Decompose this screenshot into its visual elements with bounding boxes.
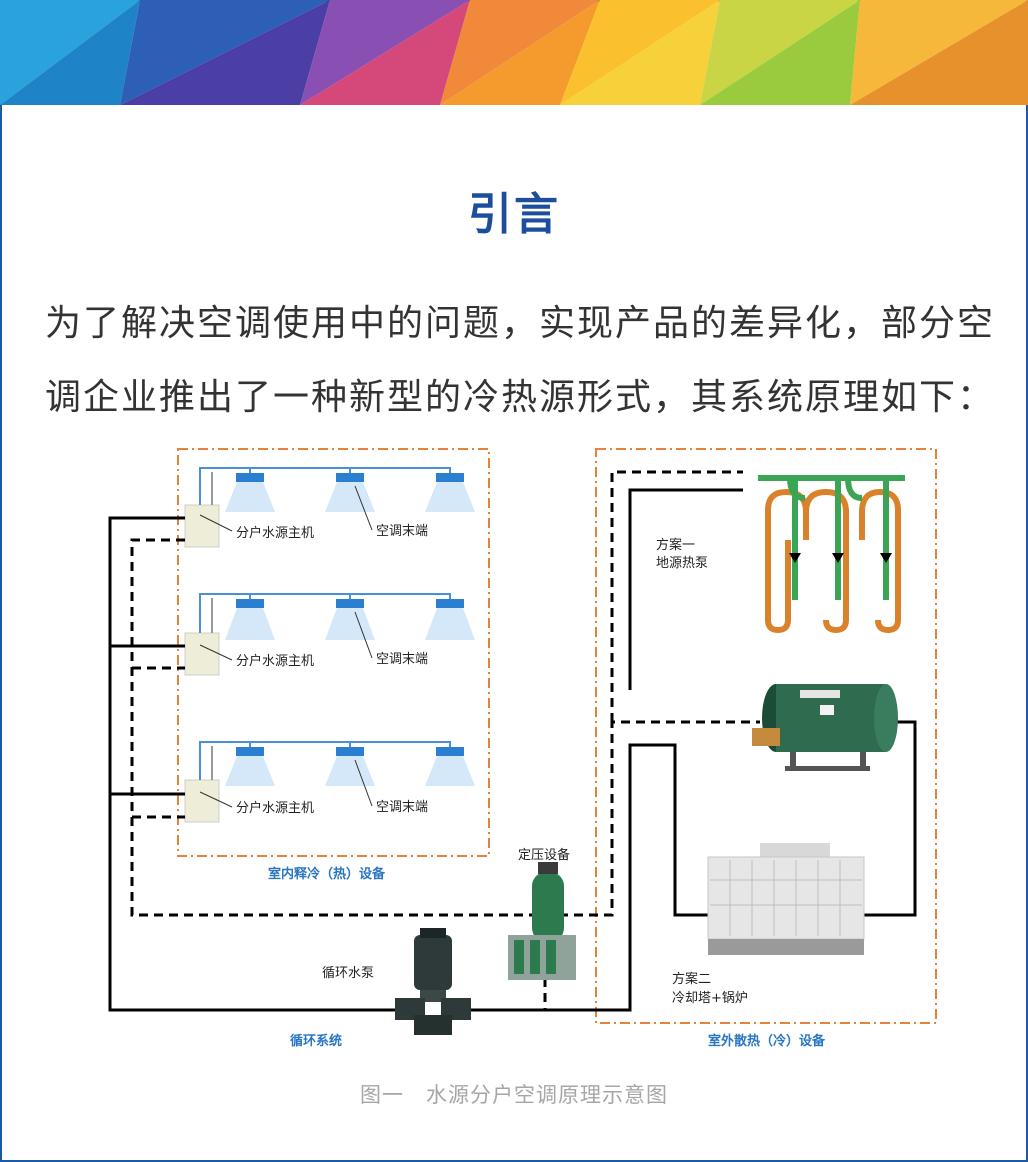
circulation-pump-label: 循环水泵 [322,966,374,981]
host-label-1: 分户水源主机 [236,525,314,541]
indoor-zone-label: 室内释冷（热）设备 [268,866,386,882]
pressure-vessel-image [508,862,576,980]
header-banner [0,0,1028,105]
outdoor-zone-border [595,448,937,1024]
option2-label-line1: 方案二 [672,971,711,987]
intro-text-line-2: 调企业推出了一种新型的冷热源形式，其系统原理如下： [45,377,996,418]
option1-label-line1: 方案一 [656,537,695,553]
indoor-floor-3 [184,741,475,823]
pump-image [395,928,471,1035]
terminal-label-3: 空调末端 [376,800,428,815]
outdoor-zone-label: 室外散热（冷）设备 [708,1033,826,1049]
intro-text-line-1: 为了解决空调使用中的问题，实现产品的差异化，部分空 [45,303,996,344]
terminal-label-2: 空调末端 [376,652,428,667]
circulation-system-label: 循环系统 [290,1033,342,1049]
system-diagram: 分户水源主机 空调末端 分户水源主机 空调末端 分户水源主机 空调末端 室内释冷… [108,448,937,1049]
terminal-label-1: 空调末端 [376,524,428,539]
option1-label-line2: 地源热泵 [656,556,708,571]
indoor-floor-1 [184,467,475,548]
indoor-floor-2 [184,593,475,676]
indoor-zone-border [177,448,490,857]
host-label-3: 分户水源主机 [236,800,314,816]
figure-caption: 图一 水源分户空调原理示意图 [360,1083,668,1107]
boiler-image [752,684,898,771]
pressure-equipment-label: 定压设备 [518,847,570,863]
cooling-tower-image [707,843,865,955]
page-title: 引言 [468,189,560,240]
host-label-2: 分户水源主机 [236,653,314,669]
option2-label-line2: 冷却塔+锅炉 [672,990,748,1006]
ground-source-loops [758,475,905,634]
